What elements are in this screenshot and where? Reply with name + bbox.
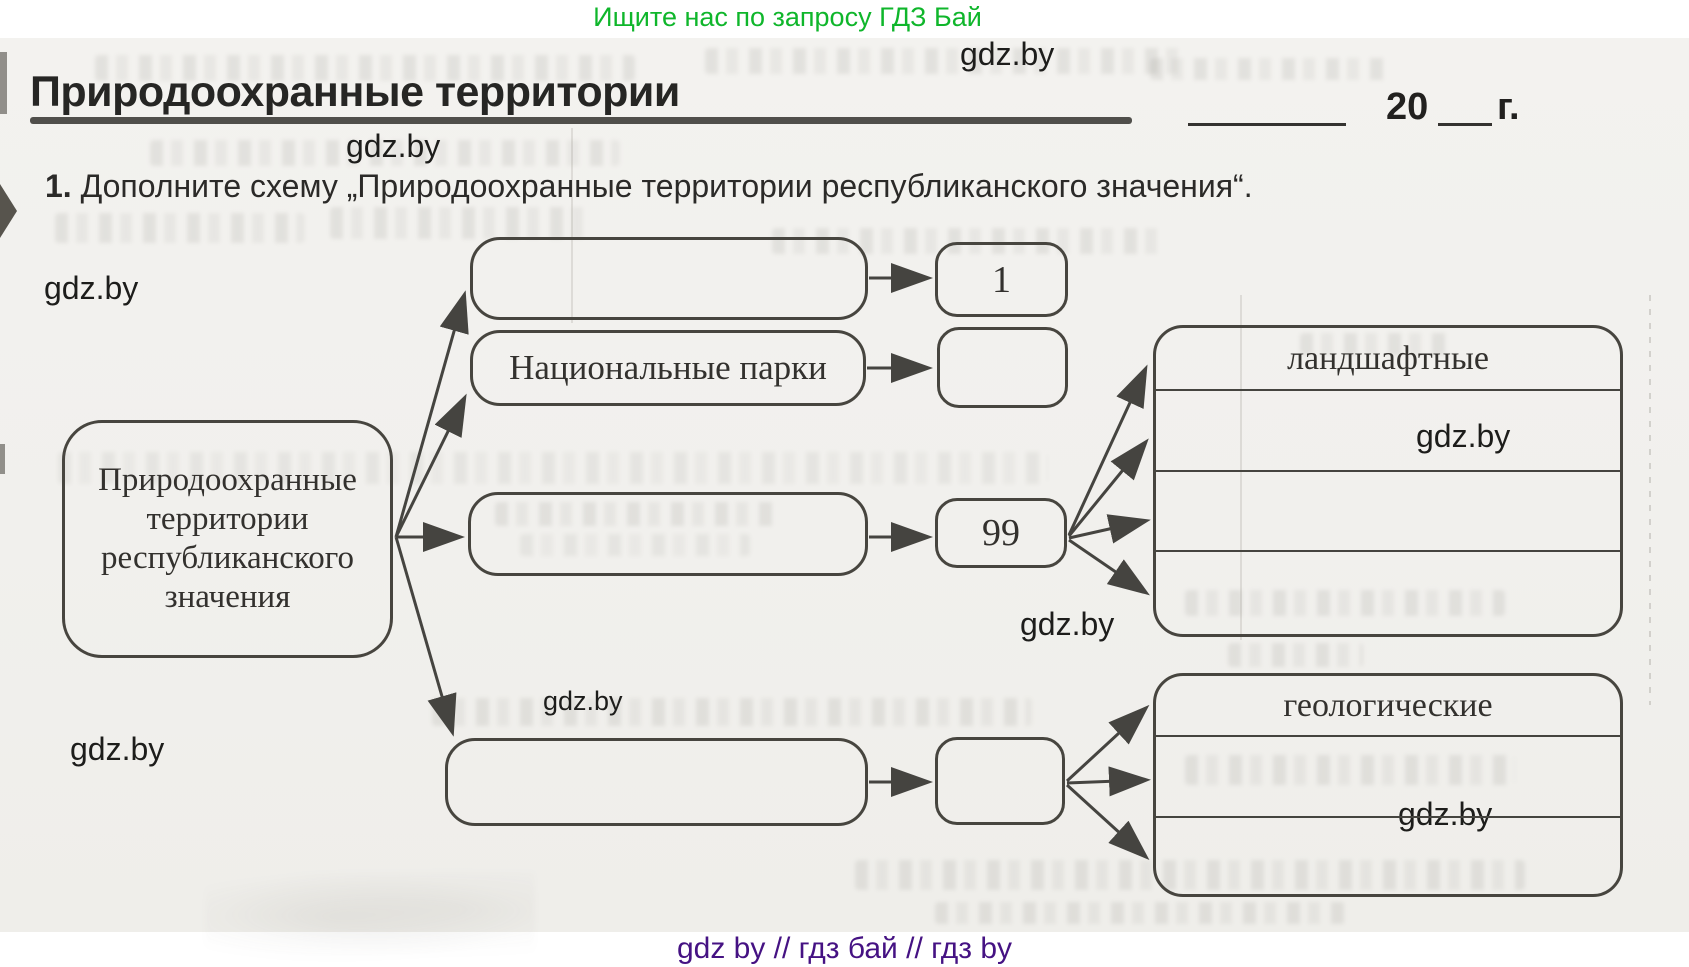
watermark: gdz.by (543, 686, 623, 716)
bleed-artifact (1185, 590, 1505, 616)
watermark: gdz.by (346, 128, 441, 164)
count-value: 1 (992, 258, 1011, 301)
bleed-artifact (935, 902, 1345, 924)
watermark: gdz.by (1020, 606, 1115, 642)
bleed-artifact (95, 55, 635, 81)
category-box-geological: геологические (1153, 673, 1623, 897)
category-header: ландшафтные (1156, 328, 1620, 391)
diagram-node-national-parks: Национальные парки (470, 330, 866, 406)
diagram-node-label (473, 240, 865, 317)
count-box-3: 99 (935, 498, 1067, 568)
count-box-2 (937, 327, 1068, 408)
bleed-artifact (432, 698, 1032, 726)
diagram-node-blank-3 (445, 738, 868, 826)
category-blank-row (1156, 391, 1620, 472)
task-statement: 1. Дополните схему „Природоохранные терр… (45, 168, 1605, 205)
footer-text: gdz by // гдз бай // гдз by (676, 932, 1013, 965)
scan-edge-mark (0, 52, 7, 114)
diagram-root-box: Природоохранные территории республиканск… (62, 420, 393, 658)
category-blank-row (1156, 818, 1620, 894)
bleed-artifact (150, 140, 620, 166)
category-blank-row (1156, 472, 1620, 552)
category-header: геологические (1156, 676, 1620, 737)
diagram-node-label: Национальные парки (509, 348, 827, 387)
watermark: gdz.by (70, 731, 165, 767)
diagram-node-label (471, 495, 865, 573)
scan-edge-mark (0, 184, 17, 238)
promo-banner-text: Ищите нас по запросу ГДЗ Бай (593, 2, 982, 32)
count-box-1: 1 (935, 242, 1068, 317)
task-number: 1. (45, 168, 72, 204)
bleed-artifact (1228, 643, 1363, 667)
bleed-artifact (58, 452, 1048, 484)
watermark: gdz.by (44, 270, 139, 306)
category-blank-row (1156, 737, 1620, 818)
count-box-4 (935, 737, 1065, 825)
bleed-artifact (705, 48, 1185, 74)
category-blank-row (1156, 552, 1620, 634)
scan-area (0, 38, 1689, 963)
count-value (940, 330, 1065, 405)
bleed-artifact (495, 502, 775, 526)
count-value: 99 (982, 512, 1020, 554)
year-unit: г. (1497, 86, 1520, 128)
year-value: 20 (1386, 86, 1429, 128)
task-text: Дополните схему „Природоохранные террито… (71, 168, 1253, 204)
page-title: Природоохранные территории (30, 68, 680, 116)
bleed-artifact (772, 228, 1162, 254)
bleed-artifact (520, 534, 750, 556)
watermark: gdz.by (1398, 796, 1493, 832)
count-value (938, 740, 1062, 822)
bleed-artifact (855, 860, 1525, 890)
bleed-line (1649, 295, 1651, 705)
year-blank-line (1438, 123, 1492, 126)
diagram-node-blank-1 (470, 237, 868, 320)
bleed-artifact (330, 207, 585, 239)
title-underline (30, 117, 1132, 124)
bleed-artifact (1150, 58, 1390, 80)
bleed-line (1240, 295, 1242, 640)
year-blank-line (1188, 123, 1346, 126)
diagram-node-blank-2 (468, 492, 868, 576)
watermark: gdz.by (1416, 418, 1511, 454)
bleed-artifact (1300, 333, 1450, 355)
bleed-artifact (55, 213, 305, 243)
watermark: gdz.by (960, 36, 1055, 72)
bleed-artifact (205, 871, 535, 963)
diagram-node-label (448, 741, 865, 823)
scan-edge-mark (0, 444, 5, 474)
bleed-artifact (1185, 755, 1515, 785)
bleed-line (571, 128, 573, 323)
category-box-landscape: ландшафтные (1153, 325, 1623, 637)
